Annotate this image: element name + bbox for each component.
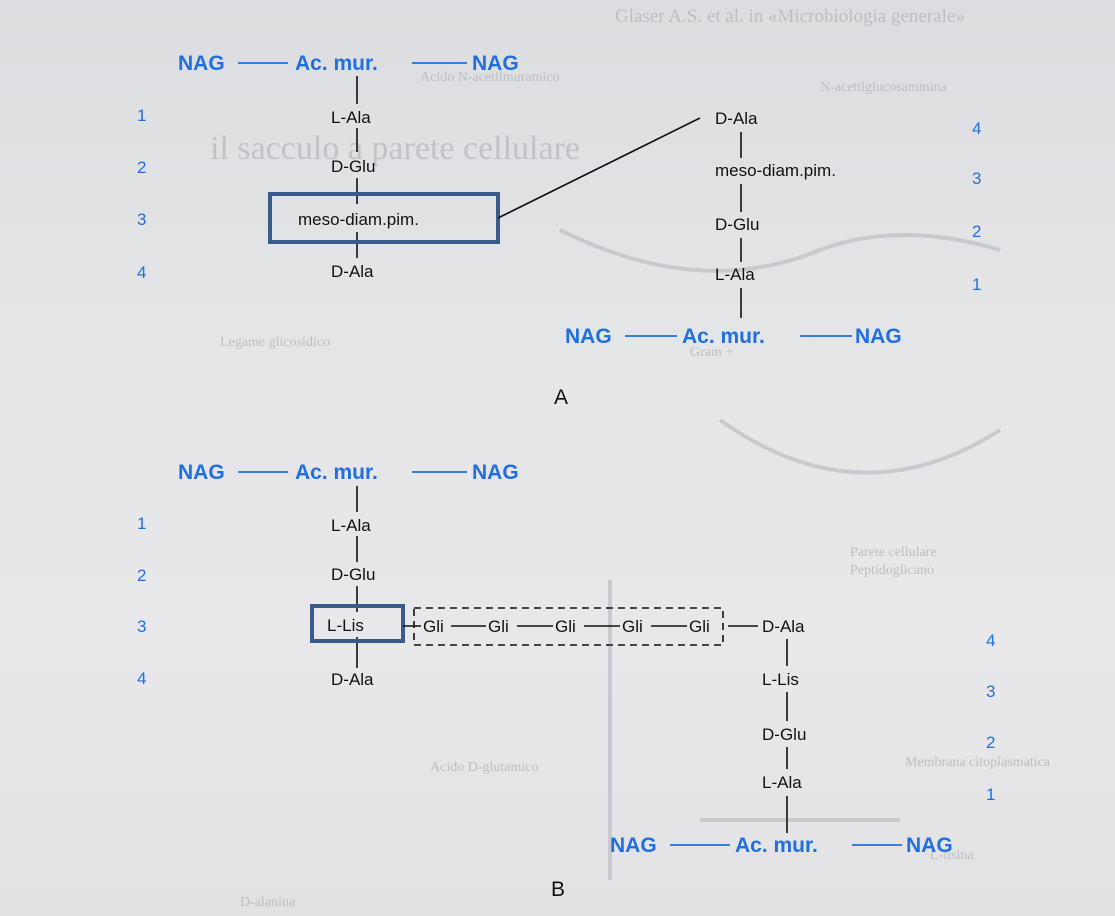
background-label-nag: N-acetilglucosammina: [820, 80, 947, 95]
b-highlight-box: [310, 604, 405, 643]
a-bottom-murein: Ac. mur.: [682, 325, 765, 348]
a-right-number-3: 3: [972, 169, 981, 188]
a-crosslink: [497, 117, 701, 219]
background-citation: Glaser A.S. et al. in «Microbiologia gen…: [615, 6, 965, 27]
a-right-residue-4: D-Ala: [715, 109, 758, 128]
b-bottom-nag-left: NAG: [610, 834, 657, 857]
a-left-number-1: 1: [137, 106, 146, 125]
b-left-residue-3: L-Lis: [327, 616, 364, 635]
a-bottom-nag-left: NAG: [565, 325, 612, 348]
b-bridge-gly-4: Gli: [622, 617, 643, 636]
a-left-number-2: 2: [137, 158, 146, 177]
b-right-residue-1: L-Ala: [762, 773, 802, 792]
b-bottom-nag-right: NAG: [906, 834, 953, 857]
b-left-number-4: 4: [137, 669, 146, 688]
b-left-residue-4: D-Ala: [331, 670, 374, 689]
a-left-residue-2: D-Glu: [331, 157, 375, 176]
background-label-dala: D-alanina: [240, 895, 296, 910]
a-top-nag-left: NAG: [178, 52, 225, 75]
b-left-number-1: 1: [137, 514, 146, 533]
background-label-gram: Gram +: [690, 345, 734, 360]
a-left-number-3: 3: [137, 210, 146, 229]
b-bridge-gly-3: Gli: [555, 617, 576, 636]
a-right-number-4: 4: [972, 119, 981, 138]
b-top-murein: Ac. mur.: [295, 461, 378, 484]
background-label-wall: Parete cellulare: [850, 545, 937, 560]
a-right-residue-3: meso-diam.pim.: [715, 161, 836, 180]
b-bridge-gly-5: Gli: [689, 617, 710, 636]
b-left-residue-1: L-Ala: [331, 516, 371, 535]
a-left-residue-3: meso-diam.pim.: [298, 210, 419, 229]
b-top-nag-right: NAG: [472, 461, 519, 484]
a-left-residue-1: L-Ala: [331, 108, 371, 127]
background-label-membrane: Membrana citoplasmatica: [905, 755, 1050, 770]
b-right-number-4: 4: [986, 631, 995, 650]
structure-b-label: B: [551, 878, 565, 901]
a-right-number-1: 1: [972, 275, 981, 294]
background-label-llis: L-lisina: [930, 848, 974, 863]
a-right-number-2: 2: [972, 222, 981, 241]
a-left-residue-4: D-Ala: [331, 262, 374, 281]
a-top-nag-right: NAG: [472, 52, 519, 75]
a-right-residue-2: D-Glu: [715, 215, 759, 234]
b-left-number-3: 3: [137, 617, 146, 636]
b-right-number-2: 2: [986, 733, 995, 752]
structure-b: NAG Ac. mur. NAG L-Ala D-Glu L-Lis D-Ala…: [137, 461, 995, 901]
b-right-number-1: 1: [986, 785, 995, 804]
background-label-bond: Legame glicosidico: [220, 335, 331, 350]
b-bridge-gly-2: Gli: [488, 617, 509, 636]
a-bottom-nag-right: NAG: [855, 325, 902, 348]
b-top-nag-left: NAG: [178, 461, 225, 484]
background-heading: il sacculo a parete cellulare: [210, 130, 580, 167]
b-bridge-gly-1: Gli: [423, 617, 444, 636]
b-right-residue-2: D-Glu: [762, 725, 806, 744]
background-label-dglu: Acido D-glutamico: [430, 760, 539, 775]
a-right-residue-1: L-Ala: [715, 265, 755, 284]
background-label-nam: Acido N-acetilmuramico: [420, 70, 560, 85]
b-right-number-3: 3: [986, 682, 995, 701]
background-label-pg: Peptidoglicano: [850, 563, 934, 578]
a-left-number-4: 4: [137, 263, 146, 282]
structure-a: NAG Ac. mur. NAG L-Ala D-Glu meso-diam.p…: [137, 52, 981, 409]
structure-a-label: A: [554, 386, 568, 409]
a-top-murein: Ac. mur.: [295, 52, 378, 75]
b-right-residue-4: D-Ala: [762, 617, 805, 636]
b-right-residue-3: L-Lis: [762, 670, 799, 689]
b-left-residue-2: D-Glu: [331, 565, 375, 584]
b-bottom-murein: Ac. mur.: [735, 834, 818, 857]
b-left-number-2: 2: [137, 566, 146, 585]
